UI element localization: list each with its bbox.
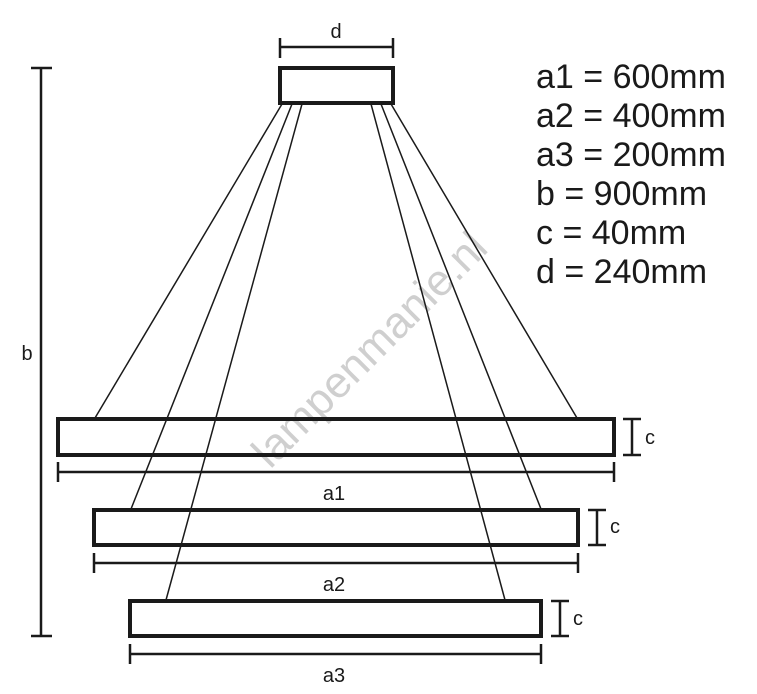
dimension-label-d: d: [330, 21, 341, 43]
dimension-d: d: [278, 21, 395, 58]
spec-a1: a1 = 600mm: [536, 58, 726, 96]
spec-b: b = 900mm: [536, 175, 707, 213]
watermark: lampenmanie.nl: [243, 223, 497, 477]
ceiling-canopy: [278, 66, 395, 105]
dimension-label-c2: c: [610, 516, 620, 538]
ring-a1: [56, 417, 616, 457]
dimension-c-ring-a1: c: [623, 417, 655, 457]
dimension-label-a1: a1: [323, 483, 345, 505]
dimension-label-a2: a2: [323, 574, 345, 596]
dimension-c-ring-a2: c: [588, 508, 620, 547]
dimension-a2: a2: [92, 553, 580, 596]
dimension-a3: a3: [128, 644, 543, 687]
dimension-c-ring-a3: c: [551, 599, 583, 638]
spec-a3: a3 = 200mm: [536, 136, 726, 174]
suspension-wires: [94, 103, 578, 601]
dimension-b: b: [21, 66, 52, 638]
ring-a3: [128, 599, 543, 638]
dimension-label-c1: c: [645, 427, 655, 449]
spec-d: d = 240mm: [536, 253, 707, 291]
spec-c: c = 40mm: [536, 214, 686, 252]
ring-a2: [92, 508, 580, 547]
dimension-label-c3: c: [573, 608, 583, 630]
spec-list: a1 = 600mm a2 = 400mm a3 = 200mm b = 900…: [536, 58, 726, 291]
dimension-label-b: b: [21, 343, 32, 365]
spec-a2: a2 = 400mm: [536, 97, 726, 135]
dimension-label-a3: a3: [323, 665, 345, 687]
dimension-a1: a1: [56, 462, 616, 505]
